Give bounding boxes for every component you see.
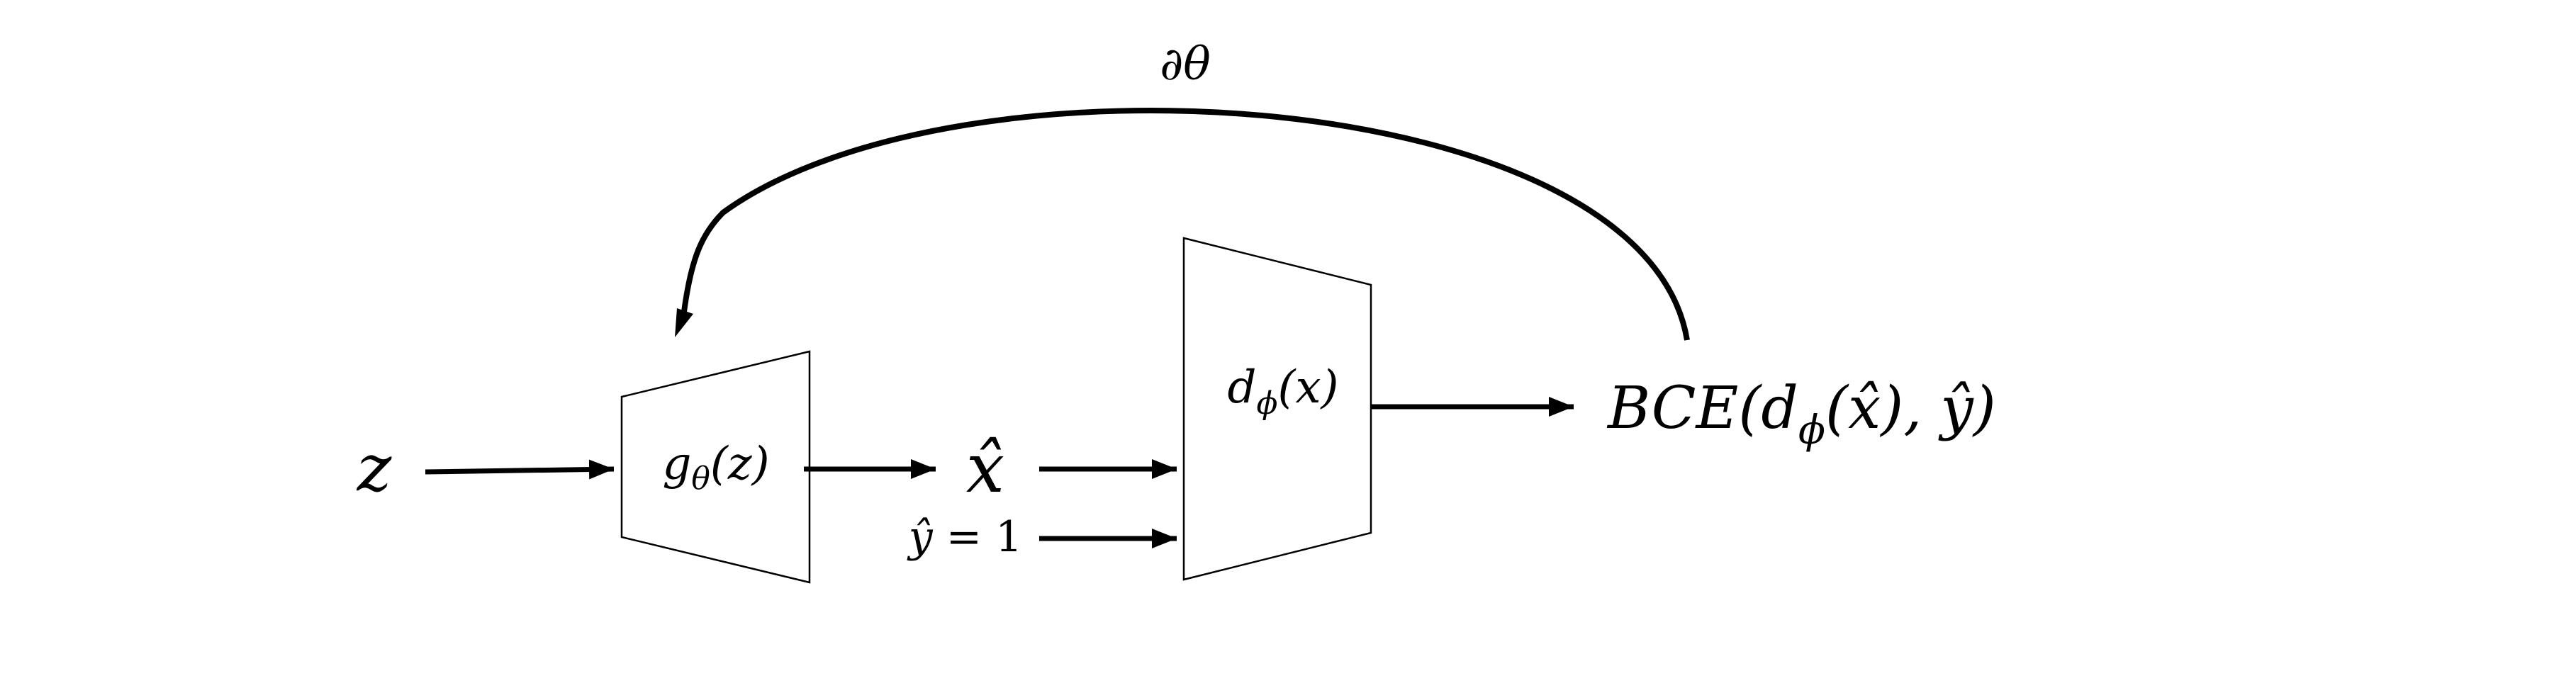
svg-text:dϕ(x): dϕ(x) bbox=[1228, 361, 1339, 422]
discriminator-block: dϕ(x) bbox=[1182, 237, 1372, 581]
gradient-feedback-arrowhead bbox=[675, 308, 693, 337]
loss-label: BCE(dϕ(x̂), ŷ) bbox=[1606, 375, 1996, 453]
loss-label-subscript: ϕ bbox=[1798, 407, 1825, 453]
discriminator-label-main: d bbox=[1228, 361, 1257, 414]
generator-label-main: g bbox=[662, 438, 691, 490]
fake-label-variable: ŷ bbox=[907, 512, 934, 562]
fake-label-text: ŷ = 1 bbox=[907, 512, 1023, 562]
discriminator-label-argument: (x) bbox=[1277, 361, 1338, 414]
loss-label-prefix: BCE(d bbox=[1606, 375, 1798, 442]
generated-sample-label: x̂ bbox=[966, 429, 1004, 508]
fake-label-value: = 1 bbox=[933, 512, 1023, 562]
generator-label-subscript: θ bbox=[691, 461, 710, 497]
feedback-label: ∂θ bbox=[1160, 38, 1211, 91]
svg-text:gθ(z): gθ(z) bbox=[662, 438, 769, 497]
discriminator-label-subscript: ϕ bbox=[1256, 385, 1277, 422]
generator-label-argument: (z) bbox=[710, 438, 770, 490]
edge-noise-to-generator bbox=[425, 459, 615, 480]
generator-block: gθ(z) bbox=[620, 350, 811, 584]
loss-label-arguments: (x̂), ŷ) bbox=[1825, 375, 1996, 442]
gradient-feedback-arc bbox=[681, 108, 1690, 341]
noise-input-label: z bbox=[357, 430, 392, 506]
